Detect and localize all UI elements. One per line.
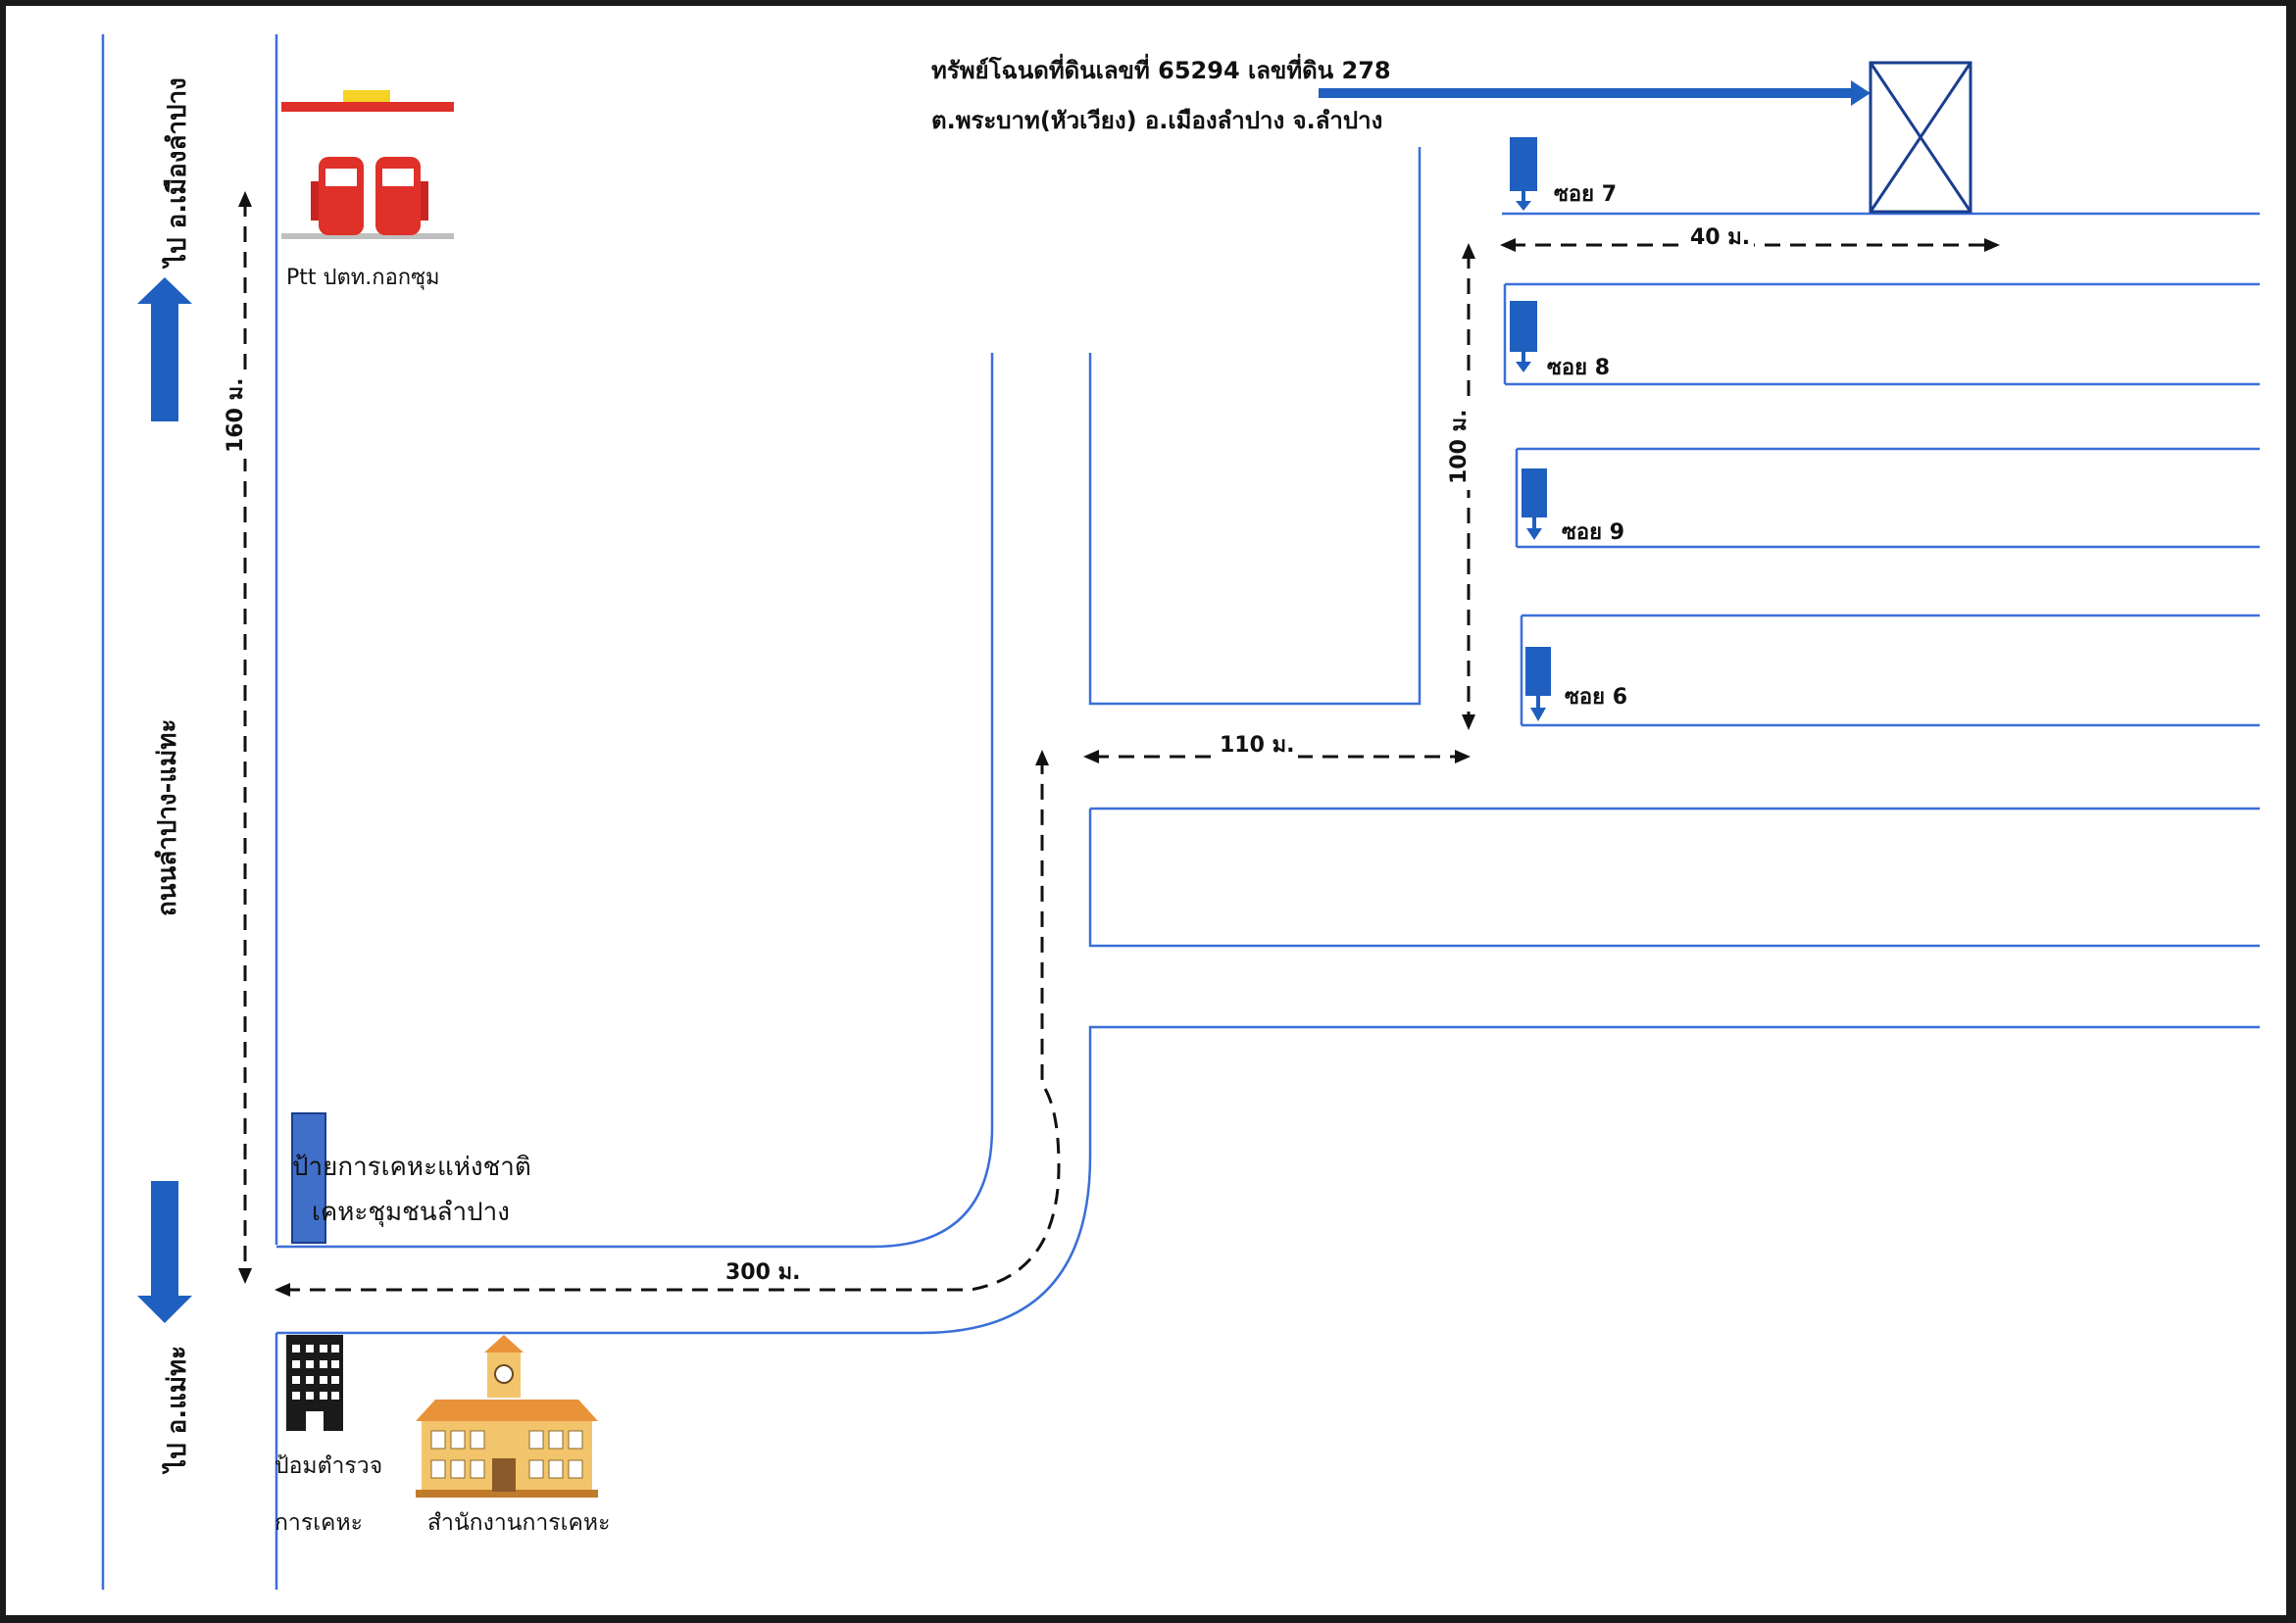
south-arrow-icon bbox=[137, 1181, 192, 1323]
title-deed-prefix: ทรัพย์โฉนดที่ดินเลขที่ bbox=[931, 57, 1150, 84]
property-pointer-arrow bbox=[1319, 80, 1871, 106]
to-mueang-lampang-label: ไป อ.เมืองลำปาง bbox=[163, 77, 192, 267]
distance-110-label: 110 ม. bbox=[1216, 727, 1299, 762]
police-booth-label-1: ป้อมตำรวจ bbox=[275, 1453, 383, 1479]
housing-sign-label-1: ป้ายการเคหะแห่งชาติ bbox=[292, 1153, 531, 1182]
to-mae-tha-label: ไป อ.แม่ทะ bbox=[163, 1345, 192, 1472]
title-line-1: ทรัพย์โฉนดที่ดินเลขที่ 65294 เลขที่ดิน 2… bbox=[931, 51, 1391, 89]
distance-160-label: 160 ม. bbox=[218, 371, 252, 459]
property-marker-icon bbox=[1869, 61, 1972, 214]
gas-station-label: Ptt ปตท.กอกซุม bbox=[286, 266, 440, 290]
side-road-north-edge bbox=[276, 353, 994, 1249]
title-line-2: ต.พระบาท(หัวเวียง) อ.เมืองลำปาง จ.ลำปาง bbox=[931, 107, 1383, 134]
dist-line-300 bbox=[284, 760, 1061, 1292]
soi-6-label: ซอย 6 bbox=[1565, 685, 1628, 710]
police-booth-label-2: การเคหะ bbox=[275, 1510, 363, 1536]
distance-arrowheads bbox=[238, 191, 2000, 1297]
soi-8-sign-icon bbox=[1510, 301, 1537, 372]
title-land-number: 278 bbox=[1341, 57, 1391, 84]
title-land-label: เลขที่ดิน bbox=[1248, 57, 1334, 84]
soi-9-label: ซอย 9 bbox=[1562, 520, 1625, 545]
gas-station-icon bbox=[281, 90, 454, 239]
housing-office-icon bbox=[416, 1335, 598, 1498]
soi-9-sign-icon bbox=[1522, 468, 1547, 540]
housing-office-label: สำนักงานการเคหะ bbox=[427, 1510, 611, 1536]
north-arrow-icon bbox=[137, 277, 192, 421]
distance-300-label: 300 ม. bbox=[725, 1260, 801, 1285]
block-outline bbox=[1088, 147, 1422, 706]
soi-7-label: ซอย 7 bbox=[1554, 182, 1618, 207]
side-road-south-edge bbox=[276, 1025, 2260, 1335]
direction-arrows bbox=[137, 277, 192, 1323]
soi-signs bbox=[1510, 137, 1551, 721]
police-booth-icon bbox=[286, 1335, 343, 1431]
soi-8-label: ซอย 8 bbox=[1547, 356, 1611, 380]
soi-6-sign-icon bbox=[1525, 647, 1551, 721]
distance-40-label: 40 ม. bbox=[1686, 220, 1755, 254]
housing-sign-icon bbox=[291, 1112, 326, 1244]
title-deed-number: 65294 bbox=[1158, 57, 1240, 84]
soi-7-sign-icon bbox=[1510, 137, 1537, 211]
housing-sign-label-2: เคหะชุมชนลำปาง bbox=[312, 1198, 510, 1227]
distance-lines bbox=[243, 201, 1990, 1292]
distance-100-label: 100 ม. bbox=[1441, 403, 1475, 490]
main-road-name-label: ถนนลำปาง-แม่ทะ bbox=[153, 718, 182, 916]
road-lines bbox=[101, 34, 2260, 1590]
